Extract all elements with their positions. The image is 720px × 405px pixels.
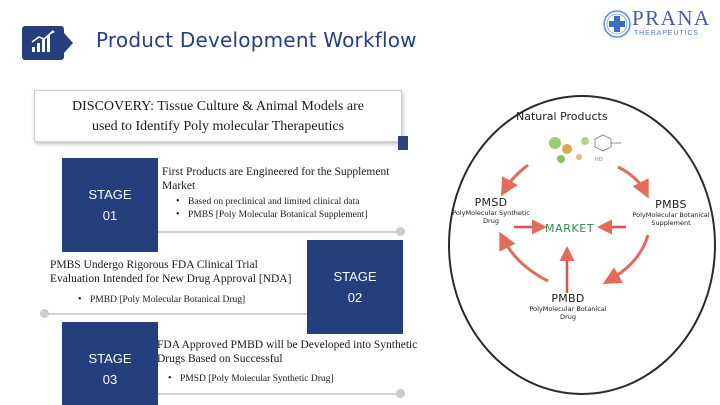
arrow-natural-to-pmbs [617,165,649,199]
stage-03-underline [158,393,398,395]
pmbd-abbr: PMBD [551,292,585,305]
pmbd-line-2: Drug [560,313,576,321]
stage-02-text-line-1: PMBS Undergo Rigorous FDA Clinical Trial [50,259,258,271]
stage-02-text-line-2: Evaluation Intended for New Drug Approva… [50,273,292,285]
stage-02-box: STAGE 02 [307,240,403,334]
stage-02-bullet-1: PMBD [Poly Molecular Botanical Drug] [78,294,245,306]
stage-03-label: STAGE [88,351,132,366]
stage-01-bullet-2: PMBS [Poly Molecular Botanical Supplemen… [176,209,367,221]
stage-01-description: First Products are Engineered for the Su… [162,165,389,193]
stage-03-text-line-1: FDA Approved PMBD will be Developed into… [157,339,418,351]
stage-01-label: STAGE [88,187,132,202]
pmbd-line-1: PolyMolecular Botanical [529,305,607,313]
logo-subtitle: THERAPEUTICS [634,30,699,37]
stage-03-description: FDA Approved PMBD will be Developed into… [157,338,417,366]
pmsd-abbr: PMSD [474,196,508,209]
stage-02-label: STAGE [333,269,377,284]
stage-02-number: 02 [347,290,363,305]
stage-03-text-line-2: Drugs Based on Successful [157,353,283,365]
discovery-line-2: used to Identify Poly molecular Therapeu… [91,119,345,134]
stage-02-line-dot [40,309,49,318]
stage-03-bullet-1: PMSD [Poly Molecular Synthetic Drug] [168,373,334,385]
arrow-pmbd-to-pmsd [499,231,549,283]
pmsd-line-2: Drug [483,217,499,225]
stage-03-line-dot [396,389,405,398]
bar-chart-growth-icon [31,30,55,52]
pmbs-abbr: PMBS [655,198,687,211]
natural-products-illustration: HO [549,134,621,163]
header-icon-box [22,26,64,60]
logo-name: PRANA [632,6,711,30]
stage-03-number: 03 [102,372,118,387]
stage-02-description: PMBS Undergo Rigorous FDA Clinical Trial… [50,258,291,286]
pmbs-line-2: Supplement [651,219,691,227]
discovery-line-1: DISCOVERY: Tissue Culture & Animal Model… [72,99,364,114]
market-label: MARKET [545,222,595,235]
workflow-cycle-circle [448,95,716,395]
discovery-box: DISCOVERY: Tissue Culture & Animal Model… [34,90,402,142]
pmsd-node: PMSD PolyMolecular Synthetic Drug [452,196,530,225]
stage-01-bullet-1: Based on preclinical and limited clinica… [176,196,360,208]
pmbs-line-1: PolyMolecular Botanical [632,211,710,219]
arrow-natural-to-pmsd [501,163,529,197]
stage-01-box: STAGE 01 [62,158,158,252]
stage-01-number: 01 [102,208,118,223]
pmsd-line-1: PolyMolecular Synthetic [452,209,530,217]
stage-02-underline [44,313,307,315]
pmbd-node: PMBD PolyMolecular Botanical Drug [526,292,610,321]
natural-products-label: Natural Products [516,110,608,123]
stage-01-text-line-2: Market [162,180,196,192]
discovery-accent-tab [398,136,408,150]
page-title: Product Development Workflow [96,28,417,52]
medical-cross-logo-icon [603,10,631,38]
header-arrow [64,33,73,53]
pmbs-node: PMBS PolyMolecular Botanical Supplement [626,198,716,227]
stage-03-box: STAGE 03 [62,322,158,405]
stage-01-line-dot [396,227,405,236]
arrow-pmbs-to-pmbd [602,234,650,284]
cycle-arrows [499,163,650,293]
svg-text:HO: HO [595,157,603,163]
stage-01-underline [158,231,398,233]
stage-01-text-line-1: First Products are Engineered for the Su… [162,166,390,178]
